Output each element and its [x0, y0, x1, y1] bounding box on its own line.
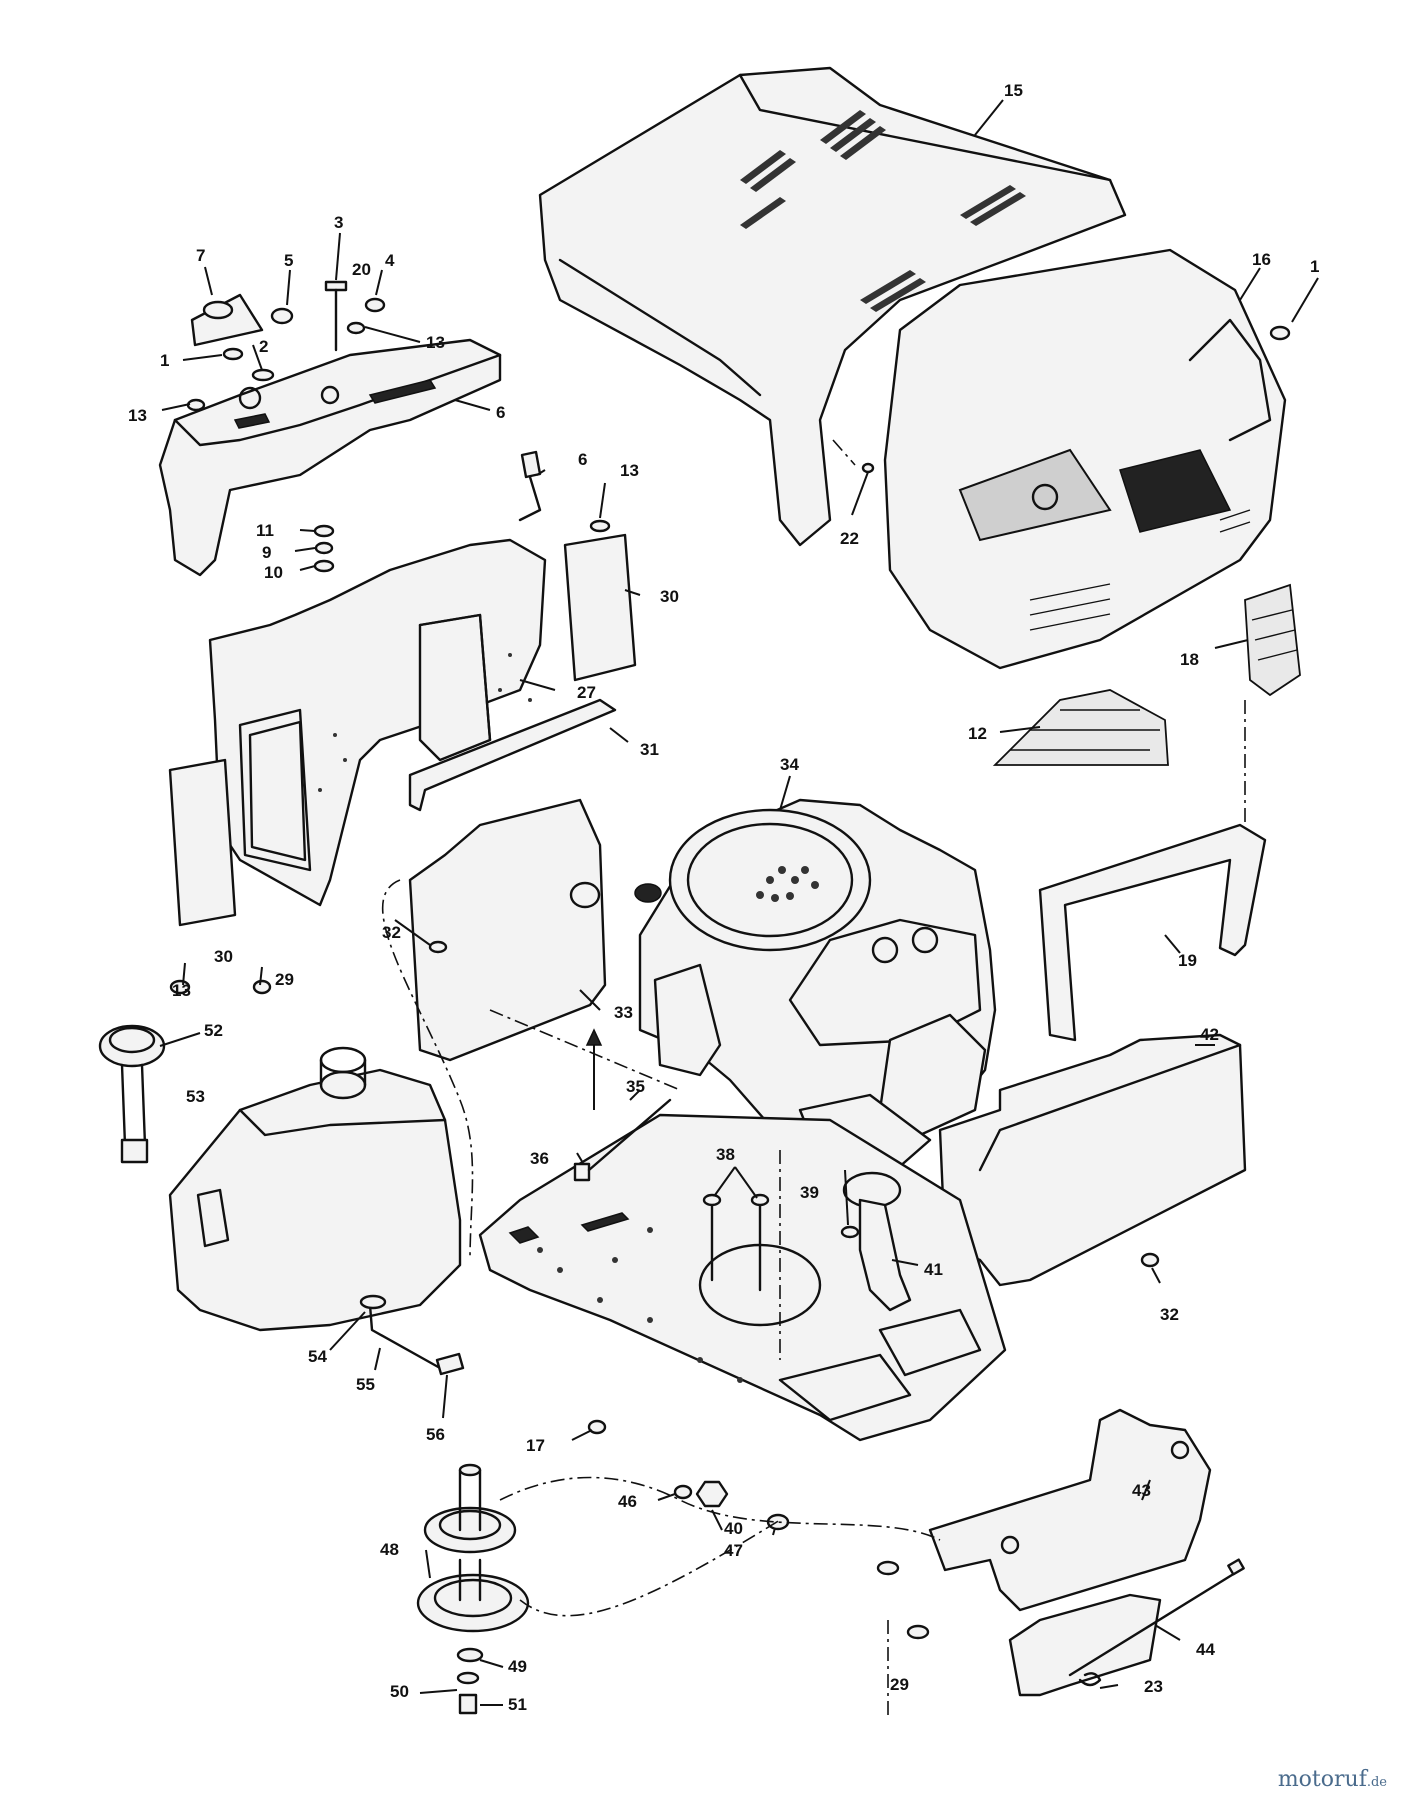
callout-20: 20 — [352, 260, 371, 279]
callout-2: 2 — [259, 337, 268, 356]
callout-12: 12 — [968, 724, 987, 743]
front-axle-bracket-part-43 — [928, 1408, 1212, 1612]
callout-36: 36 — [530, 1149, 549, 1168]
callout-49: 49 — [508, 1657, 527, 1676]
callout-54: 54 — [308, 1347, 327, 1366]
callout-13: 13 — [128, 406, 147, 425]
callout-17: 17 — [526, 1436, 545, 1455]
callout-9: 9 — [262, 543, 271, 562]
callout-1: 1 — [160, 351, 169, 370]
engine-part-34 — [634, 798, 997, 1177]
callout-31: 31 — [640, 740, 659, 759]
bracket-part-31 — [408, 698, 617, 812]
dash-panel-part-6 — [158, 338, 502, 577]
callout-10: 10 — [264, 563, 283, 582]
callout-16: 16 — [1252, 250, 1271, 269]
bumper-rod-part-44 — [1008, 1558, 1245, 1697]
fuel-cap-part-52 — [98, 1024, 166, 1164]
side-panel-part-30-upper — [563, 533, 637, 682]
callout-30: 30 — [660, 587, 679, 606]
grille-part-16 — [883, 248, 1287, 670]
callout-32: 32 — [1160, 1305, 1179, 1324]
callout-19: 19 — [1178, 951, 1197, 970]
callout-29: 29 — [275, 970, 294, 989]
callout-55: 55 — [356, 1375, 375, 1394]
callout-30: 30 — [214, 947, 233, 966]
callout-42: 42 — [1200, 1025, 1219, 1044]
callout-44: 44 — [1196, 1640, 1215, 1659]
callout-43: 43 — [1132, 1481, 1151, 1500]
callout-7: 7 — [196, 246, 205, 265]
callout-56: 56 — [426, 1425, 445, 1444]
exhaust-pipe-part-41 — [842, 1171, 912, 1312]
callout-13: 13 — [426, 333, 445, 352]
callout-13: 13 — [620, 461, 639, 480]
callout-40: 40 — [724, 1519, 743, 1538]
mesh-screen-part-12 — [992, 689, 1169, 766]
pulley-part-48 — [416, 1463, 530, 1715]
alignment-lines — [381, 439, 1246, 1720]
watermark-brand: motoruf — [1277, 1767, 1367, 1792]
callout-1: 1 — [1310, 257, 1319, 276]
hood-part-15 — [538, 66, 1127, 547]
callout-39: 39 — [800, 1183, 819, 1202]
callout-52: 52 — [204, 1021, 223, 1040]
callout-5: 5 — [284, 251, 293, 270]
callout-22: 22 — [840, 529, 859, 548]
callout-18: 18 — [1180, 650, 1199, 669]
callout-53: 53 — [186, 1087, 205, 1106]
firewall-panel-part-27 — [208, 538, 547, 907]
callout-32: 32 — [382, 923, 401, 942]
callout-13: 13 — [172, 981, 191, 1000]
callout-47: 47 — [724, 1541, 743, 1560]
side-panel-part-30-lower — [168, 758, 237, 927]
callout-41: 41 — [924, 1260, 943, 1279]
callout-23: 23 — [1144, 1677, 1163, 1696]
shield-part-33 — [408, 798, 607, 1062]
callout-50: 50 — [390, 1682, 409, 1701]
callout-38: 38 — [716, 1145, 735, 1164]
callout-46: 46 — [618, 1492, 637, 1511]
callout-15: 15 — [1004, 81, 1023, 100]
callout-leaders — [159, 99, 1319, 1706]
callout-35: 35 — [626, 1077, 645, 1096]
callout-29: 29 — [890, 1675, 909, 1694]
callout-48: 48 — [380, 1540, 399, 1559]
callout-6: 6 — [578, 450, 587, 469]
arrow-indicator — [585, 1028, 603, 1110]
callout-6: 6 — [496, 403, 505, 422]
mesh-screen-part-18 — [1244, 583, 1301, 697]
callout-3: 3 — [334, 213, 343, 232]
hood-bracket-part-19 — [1038, 823, 1267, 1042]
watermark-domain: .de — [1366, 1775, 1387, 1790]
callout-labels: 15 16 1 7 5 3 20 4 1 2 13 13 6 6 13 22 1… — [128, 81, 1319, 1714]
fuel-tank-part-53 — [168, 1046, 462, 1332]
callout-4: 4 — [385, 251, 395, 270]
fuel-line-parts-54-55-56 — [359, 1294, 465, 1376]
callout-51: 51 — [508, 1695, 527, 1714]
callout-27: 27 — [577, 683, 596, 702]
callout-11: 11 — [256, 521, 274, 540]
callout-33: 33 — [614, 1003, 633, 1022]
battery-tray-part-42 — [938, 1033, 1247, 1287]
watermark-logo: motoruf.de — [1278, 1767, 1387, 1792]
callout-34: 34 — [780, 755, 799, 774]
